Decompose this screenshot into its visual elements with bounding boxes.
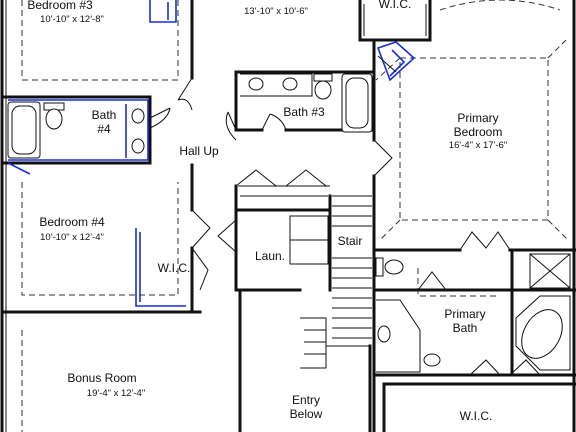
entry-label-line1: Entry (292, 393, 320, 407)
bedroom2-dimensions: 13'-10" x 10'-6" (244, 6, 308, 17)
bedroom4-dimensions: 10'-10" x 12'-4" (40, 232, 104, 243)
stair (300, 195, 372, 369)
primary-bedroom-label-line2: Bedroom (454, 125, 503, 139)
wic-left-label: W.I.C. (158, 261, 191, 275)
primary-bedroom-label-line1: Primary (457, 111, 498, 125)
bedroom4-name: Bedroom #4 (39, 215, 105, 229)
primary-bath-label-line1: Primary (444, 307, 485, 321)
bedroom3-name: Bedroom #3 (27, 0, 93, 12)
bonus-room-name: Bonus Room (67, 371, 136, 385)
primary-bedroom-dimensions: 16'-4" x 17'-6" (449, 140, 507, 151)
primary-bath-label-line2: Bath (453, 321, 478, 335)
wic-bottom-label: W.I.C. (460, 409, 493, 423)
laundry-label: Laun. (255, 249, 285, 263)
ceiling-lines (21, 0, 569, 432)
entry-label-line2: Below (290, 407, 323, 421)
bedroom3-dimensions: 10'-10" x 12'-8" (40, 14, 104, 25)
bonus-room-dimensions: 19'-4" x 12'-4" (87, 388, 145, 399)
highlighted-fixtures (7, 0, 416, 307)
stair-label: Stair (338, 234, 363, 248)
fixtures (7, 4, 571, 373)
room-labels: Bedroom #3 10'-10" x 12'-8" 13'-10" x 10… (27, 0, 507, 423)
hall-label: Hall Up (179, 144, 219, 158)
doors (149, 55, 541, 376)
bath4-label-line1: Bath (92, 108, 117, 122)
bath4-label-line2: #4 (97, 122, 111, 136)
bath3-label: Bath #3 (283, 105, 325, 119)
wic-top-label: W.I.C. (379, 0, 412, 11)
